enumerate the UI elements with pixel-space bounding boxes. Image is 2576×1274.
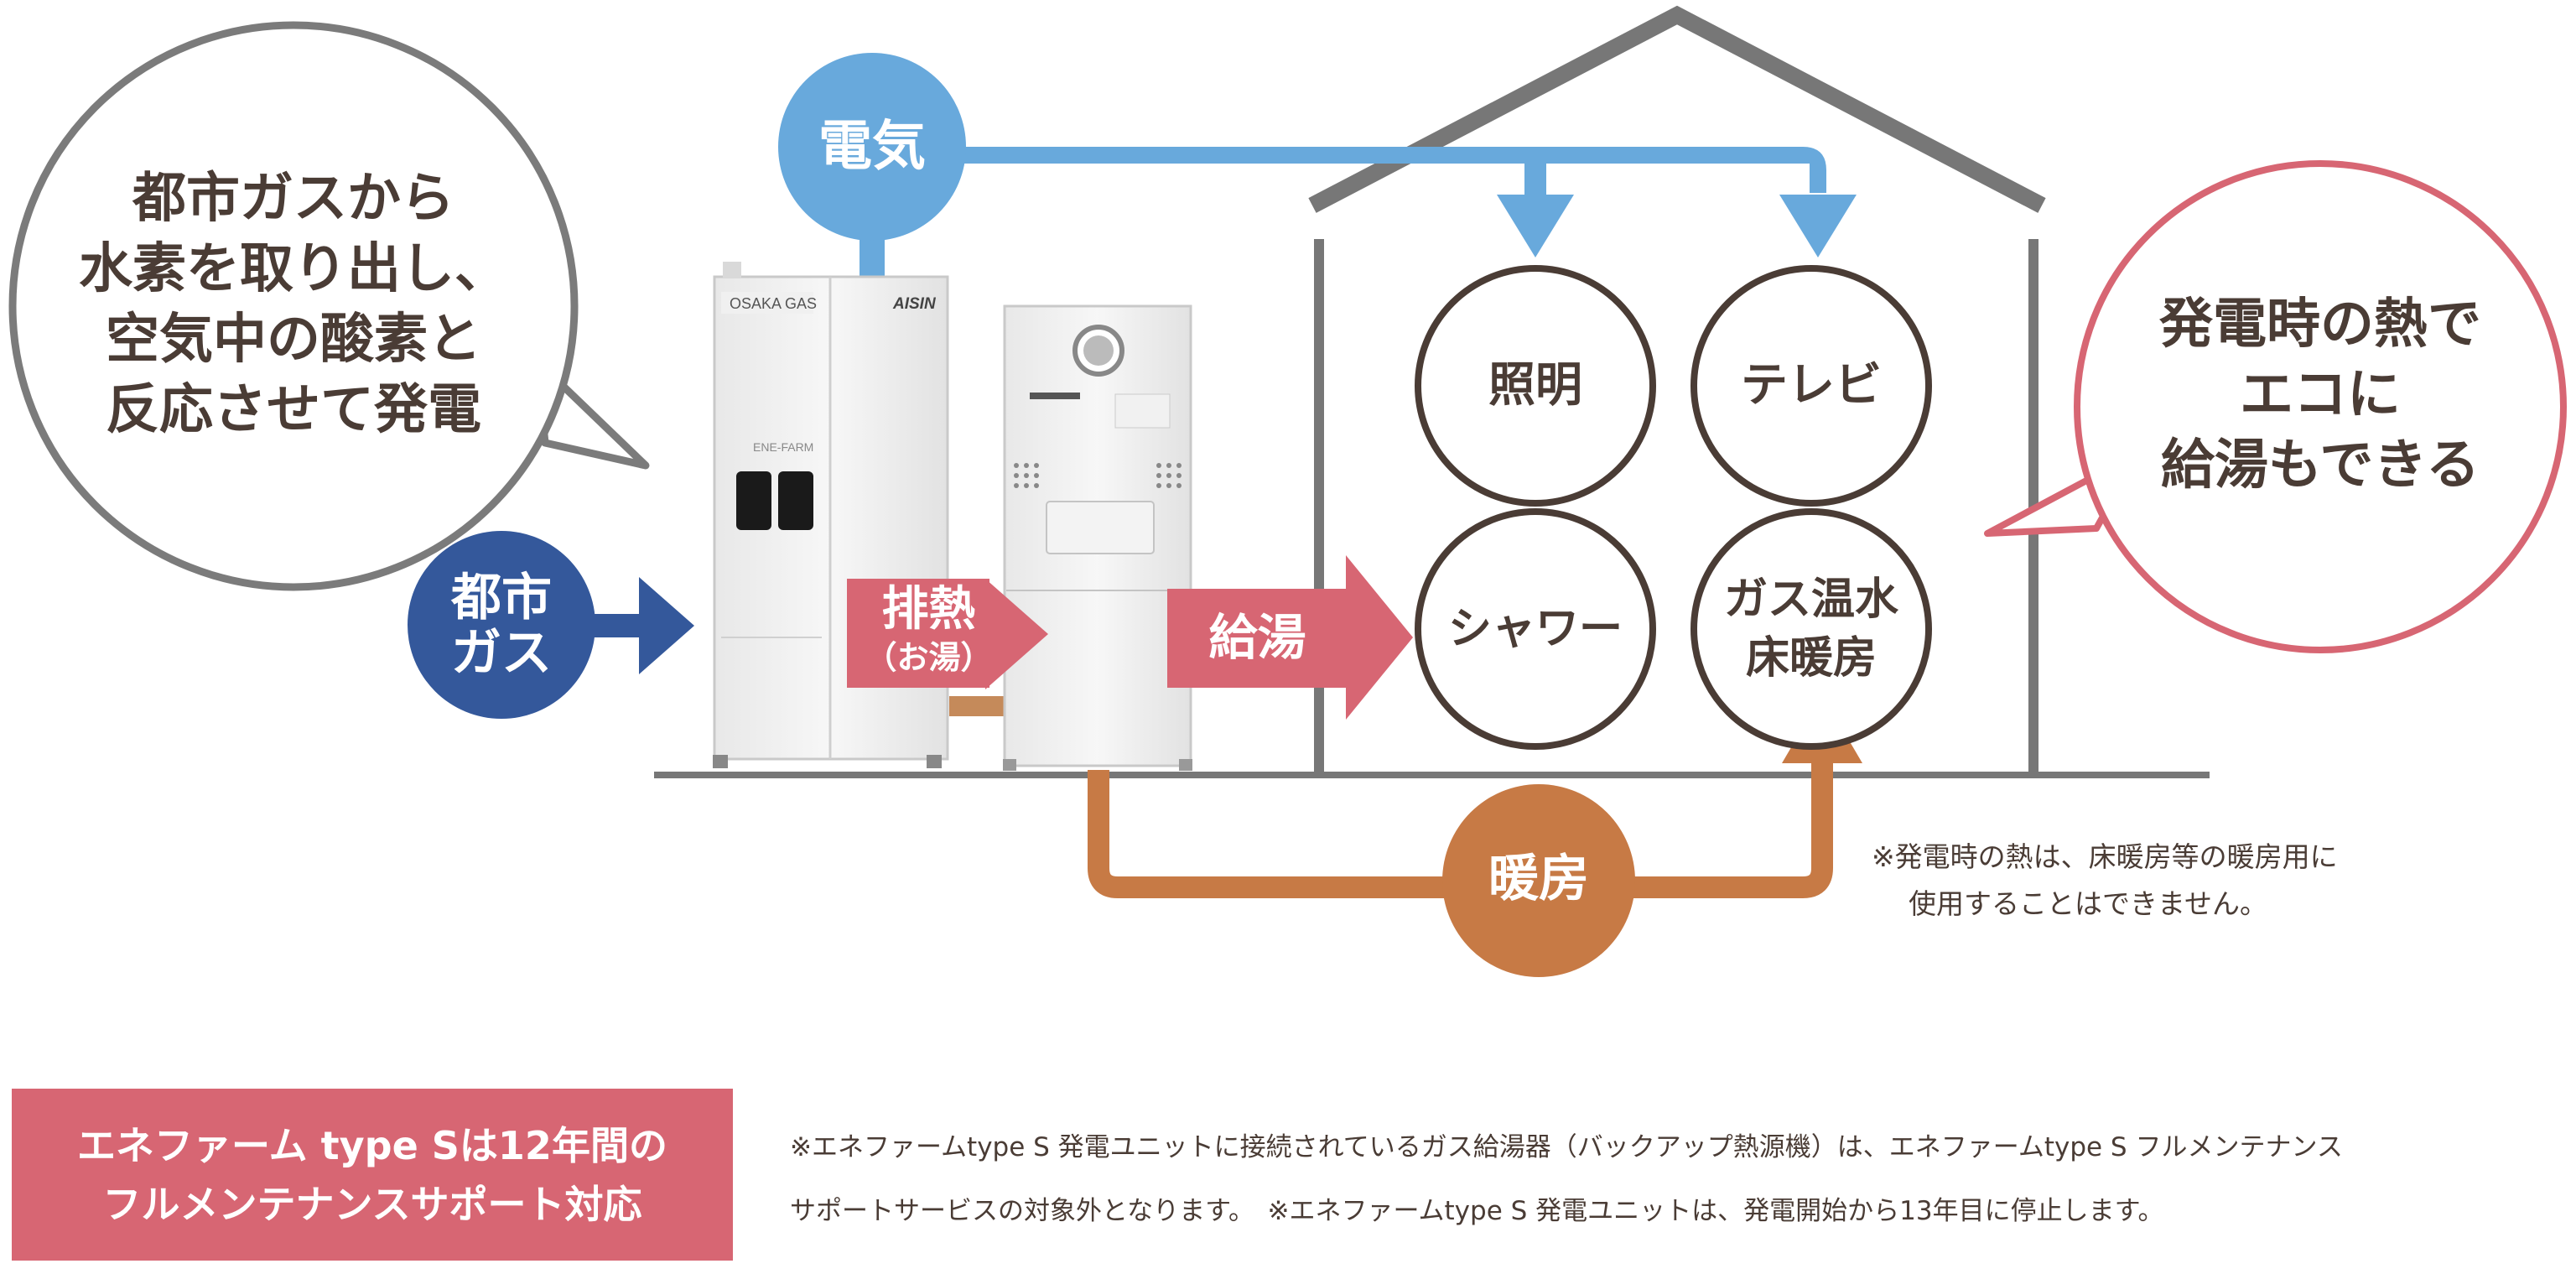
city-gas-arrow — [639, 577, 694, 674]
heat-note-line: 使用することはできません。 — [1909, 887, 2268, 920]
exhaust-heat-label: 排熱 （お湯） — [847, 583, 1010, 679]
gas-heating-circle — [1690, 508, 1932, 750]
heating-circle — [1442, 784, 1635, 977]
exhaust-heat-sub: （お湯） — [865, 639, 993, 676]
city-gas-circle — [408, 531, 595, 719]
fuel-cell-unit: OSAKA GAS AISIN ENE-FARM — [713, 262, 1016, 768]
appliance-circles — [1415, 265, 1932, 750]
arrow-to-lighting — [1497, 195, 1574, 257]
display-panel — [736, 471, 771, 530]
left-bubble-text: 都市ガスから 水素を取り出し、 空気中の酸素と 反応させて発電 — [42, 164, 545, 445]
bubble-line: 都市ガスから — [132, 168, 454, 230]
bubble-line: 空気中の酸素と — [106, 309, 481, 371]
heat-note: ※発電時の熱は、床暖房等の暖房用に 使用することはできません。 — [1872, 834, 2338, 928]
bottom-note-line: サポートサービスの対象外となります。 ※エネファームtype S 発電ユニットは… — [790, 1196, 2164, 1226]
hot-water-arrow — [1167, 555, 1413, 720]
shower-label: シャワー — [1447, 604, 1623, 654]
ene-farm-logo: ENE-FARM — [753, 440, 813, 454]
left-speech-bubble — [8, 21, 650, 591]
aisin-logo: AISIN — [892, 295, 937, 313]
exhaust-heat-line: 排熱 — [881, 582, 976, 637]
city-gas-group — [408, 531, 694, 719]
right-bubble-text: 発電時の熱で エコに 給湯もできる — [2111, 289, 2530, 501]
gas-heating-line: ガス温水 — [1723, 575, 1898, 625]
banner-line: エネファーム type Sは12年間の — [77, 1122, 667, 1168]
shower-circle — [1415, 508, 1656, 750]
bottom-note-line: ※エネファームtype S 発電ユニットに接続されているガス給湯器（バックアップ… — [790, 1132, 2343, 1162]
bubble-line: 反応させて発電 — [106, 379, 481, 441]
lighting-label: 照明 — [1488, 358, 1582, 413]
electricity-line — [860, 147, 1857, 281]
bubble-line: 発電時の熱で — [2159, 294, 2481, 356]
arrow-to-tv — [1779, 195, 1857, 257]
city-gas-line: 都市 — [451, 569, 552, 627]
gas-heating-label: ガス温水 床暖房 — [1694, 570, 1929, 688]
city-gas-line: ガス — [451, 624, 552, 683]
electricity-label: 電気 — [818, 116, 926, 178]
heat-note-line: ※発電時の熱は、床暖房等の暖房用に — [1872, 840, 2338, 873]
city-gas-label: 都市 ガス — [426, 570, 577, 681]
tv-circle — [1690, 265, 1932, 507]
heating-label: 暖房 — [1488, 850, 1589, 908]
lighting-circle — [1415, 265, 1656, 507]
bottom-note: ※エネファームtype S 発電ユニットに接続されているガス給湯器（バックアップ… — [790, 1115, 2343, 1243]
backup-boiler-unit — [1003, 304, 1192, 771]
electricity-circle — [778, 53, 966, 241]
tv-label: テレビ — [1741, 358, 1882, 413]
osaka-gas-logo: OSAKA GAS — [730, 295, 817, 312]
maintenance-banner: エネファーム type Sは12年間の フルメンテナンスサポート対応 — [12, 1089, 733, 1261]
right-speech-bubble — [1984, 160, 2567, 653]
display-panel — [778, 471, 813, 530]
exhaust-heat-arrow — [847, 579, 1048, 689]
bubble-line: エコに — [2240, 364, 2401, 426]
gas-heating-line: 床暖房 — [1745, 633, 1877, 684]
bubble-line: 給湯もできる — [2160, 434, 2480, 497]
banner-line: フルメンテナンスサポート対応 — [102, 1181, 642, 1227]
bubble-line: 水素を取り出し、 — [79, 238, 508, 300]
hot-water-label: 給湯 — [1208, 609, 1306, 666]
